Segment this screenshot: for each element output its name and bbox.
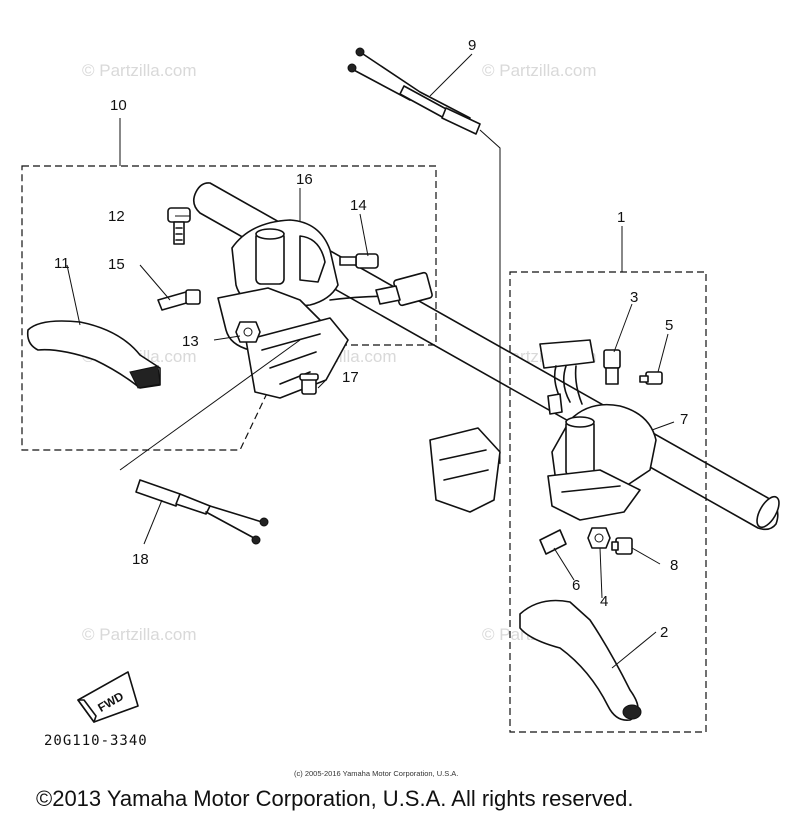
callout-14: 14	[350, 197, 367, 214]
watermark: © Partzilla.com	[82, 625, 197, 644]
small-credit: (c) 2005-2016 Yamaha Motor Corporation, …	[294, 769, 458, 778]
right-switch-housing	[547, 403, 657, 521]
callout-6: 6	[572, 577, 580, 594]
callout-10: 10	[110, 97, 127, 114]
right-connector	[539, 339, 595, 415]
callout-15: 15	[108, 256, 125, 273]
callout-12: 12	[108, 208, 125, 225]
left-switch-housing	[217, 219, 349, 399]
screw-15	[157, 289, 201, 311]
callout-16: 16	[296, 171, 313, 188]
callout-17: 17	[342, 369, 359, 386]
copyright-footer: ©2013 Yamaha Motor Corporation, U.S.A. A…	[36, 786, 633, 811]
leader-lines	[66, 53, 675, 669]
left-connector	[329, 271, 433, 307]
watermark: © Partzilla.com	[82, 61, 197, 80]
nut-4	[587, 527, 611, 549]
fwd-arrow-icon: FWD	[77, 671, 139, 723]
nut-13	[235, 321, 261, 343]
callout-1: 1	[617, 209, 625, 226]
cable-9	[347, 47, 501, 464]
screw-12	[167, 207, 191, 245]
screw-14	[339, 253, 379, 269]
screw-5	[639, 371, 663, 385]
callout-4: 4	[600, 593, 608, 610]
watermark: © Partzilla.com	[482, 61, 597, 80]
left-clutch-lever	[26, 320, 161, 389]
screw-8	[611, 537, 633, 555]
callout-13: 13	[182, 333, 199, 350]
callout-3: 3	[630, 289, 638, 306]
screw-6	[539, 529, 567, 555]
diagram-part-number: 20G110-3340	[44, 733, 148, 749]
callout-11: 11	[54, 255, 70, 272]
callout-2: 2	[660, 624, 668, 641]
callout-8: 8	[670, 557, 678, 574]
cable-18	[119, 339, 301, 545]
callout-9: 9	[468, 37, 476, 54]
screw-3	[603, 349, 621, 385]
callout-5: 5	[665, 317, 673, 334]
screw-17	[299, 373, 319, 395]
throttle-body	[429, 427, 501, 513]
callout-18: 18	[132, 551, 149, 568]
callout-7: 7	[680, 411, 688, 428]
right-brake-lever	[519, 599, 642, 722]
group-1-outline	[509, 226, 707, 733]
